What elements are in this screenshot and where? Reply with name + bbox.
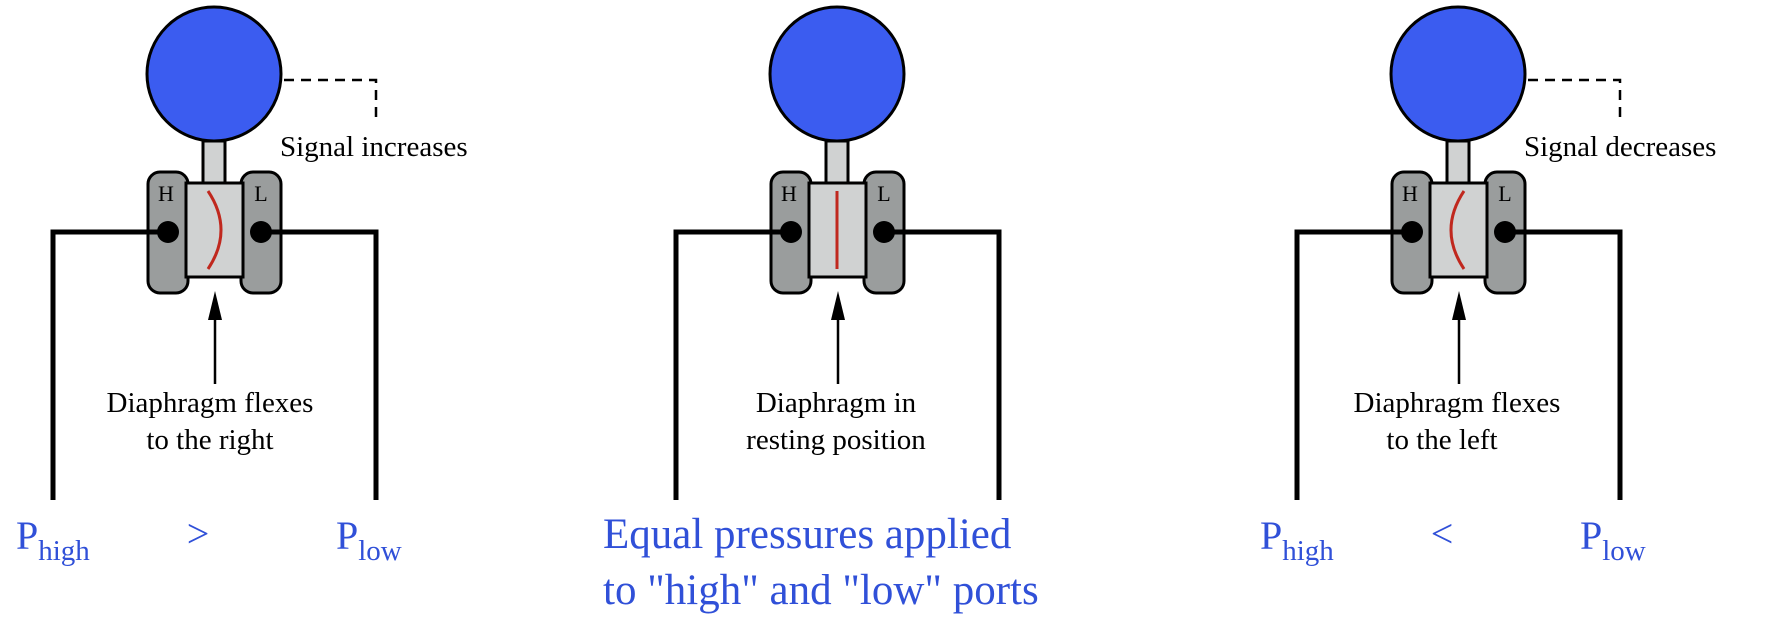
transmitter-right: H L bbox=[1389, 5, 1527, 295]
caption-line-1: Diaphragm flexes bbox=[107, 387, 314, 419]
impulse-line-low bbox=[1505, 229, 1623, 500]
signal-line-dashed bbox=[1528, 78, 1622, 120]
impulse-line-low bbox=[261, 229, 379, 500]
pressure-relation-right: Phigh < Plow bbox=[1260, 511, 1646, 567]
caption-line-1: Diaphragm flexes bbox=[1354, 387, 1561, 419]
port-low-dot bbox=[873, 221, 895, 243]
signal-line-dashed bbox=[284, 78, 378, 120]
impulse-line-high bbox=[673, 229, 791, 500]
p-high-letter: P bbox=[16, 513, 38, 558]
gauge-stem bbox=[201, 139, 227, 185]
port-high-dot bbox=[1401, 221, 1423, 243]
p-low-sub: low bbox=[1602, 535, 1646, 567]
gauge-stem bbox=[1445, 139, 1471, 185]
pointer-arrow-head bbox=[208, 291, 222, 320]
p-low: Plow bbox=[1580, 513, 1646, 567]
panel-right: H L Signal decreases Diaphragm flexes to… bbox=[1260, 5, 1716, 567]
sensor-body bbox=[1428, 181, 1489, 279]
caption-line-2: to the right bbox=[146, 424, 273, 456]
p-high-letter: P bbox=[1260, 513, 1282, 558]
impulse-line-high bbox=[50, 229, 168, 500]
impulse-line-high bbox=[1294, 229, 1412, 500]
port-low-label: L bbox=[877, 181, 890, 206]
equal-pressure-statement-2: to "high" and "low" ports bbox=[603, 567, 1039, 614]
impulse-line-low bbox=[884, 229, 1002, 500]
p-high-sub: high bbox=[38, 535, 90, 567]
signal-increases-label: Signal increases bbox=[280, 131, 468, 163]
p-low: Plow bbox=[336, 513, 402, 567]
signal-decreases-label: Signal decreases bbox=[1524, 131, 1716, 163]
port-high-dot bbox=[157, 221, 179, 243]
caption-line-1: Diaphragm in bbox=[756, 387, 917, 419]
equal-pressure-statement-1: Equal pressures applied bbox=[603, 511, 1011, 558]
pointer-arrow-head bbox=[1452, 291, 1466, 320]
port-high-dot bbox=[780, 221, 802, 243]
transmitter-middle: H L bbox=[768, 5, 906, 295]
p-high-sub: high bbox=[1282, 535, 1334, 567]
port-high-label: H bbox=[781, 181, 797, 206]
p-low-letter: P bbox=[1580, 513, 1602, 558]
relation-symbol: < bbox=[1431, 511, 1454, 556]
sensor-body bbox=[184, 181, 245, 279]
caption-line-2: to the left bbox=[1386, 424, 1497, 456]
panel-middle: H L Diaphragm in resting position Equal … bbox=[603, 5, 1039, 614]
diaphragm-flexed-left bbox=[1449, 190, 1466, 270]
p-high: Phigh bbox=[16, 513, 90, 567]
pointer-arrow-head bbox=[831, 291, 845, 320]
port-low-dot bbox=[250, 221, 272, 243]
relation-symbol: > bbox=[187, 511, 210, 556]
caption-line-2: resting position bbox=[746, 424, 926, 456]
gauge-stem bbox=[824, 139, 850, 185]
port-high-label: H bbox=[158, 181, 174, 206]
port-high-label: H bbox=[1402, 181, 1418, 206]
gauge-head bbox=[145, 5, 283, 143]
p-low-letter: P bbox=[336, 513, 358, 558]
port-low-label: L bbox=[1498, 181, 1511, 206]
pressure-relation-left: Phigh > Plow bbox=[16, 511, 402, 567]
gauge-head bbox=[1389, 5, 1527, 143]
port-low-dot bbox=[1494, 221, 1516, 243]
p-low-sub: low bbox=[358, 535, 402, 567]
transmitter-left: H L bbox=[145, 5, 283, 295]
p-high: Phigh bbox=[1260, 513, 1334, 567]
port-low-label: L bbox=[254, 181, 267, 206]
gauge-head bbox=[768, 5, 906, 143]
panel-left: H L Signal increases Diaphragm flexes to… bbox=[16, 5, 468, 567]
diaphragm-flexed-right bbox=[206, 190, 223, 270]
